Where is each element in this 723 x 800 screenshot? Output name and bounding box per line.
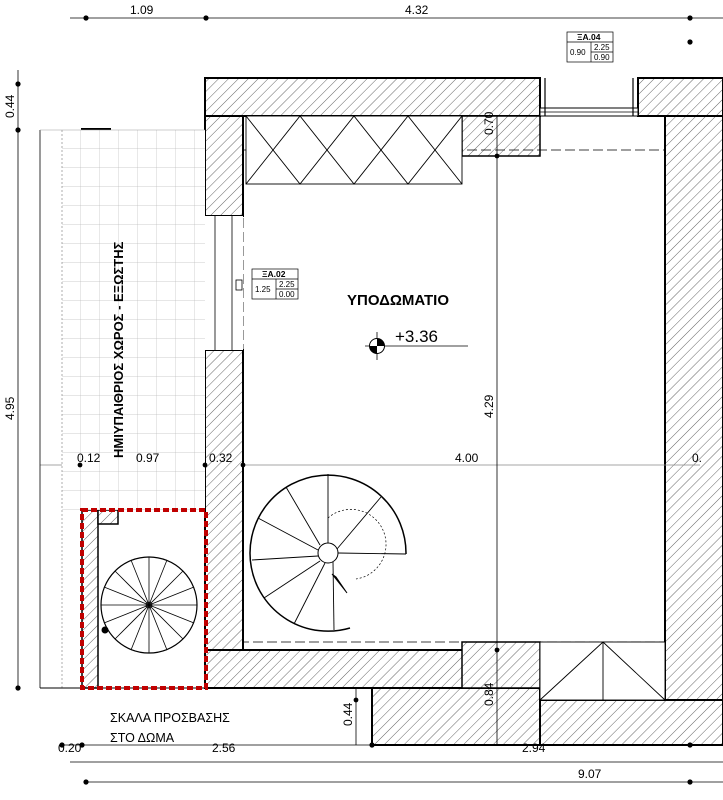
window-tag-xa04-height: 2.25	[594, 43, 610, 52]
dim-lower-niche: 0.84	[482, 682, 496, 706]
dim-inner-height: 4.29	[482, 394, 496, 418]
dim-bottom-a: 0.20	[58, 741, 82, 755]
window-tag-xa02-id: ΞΑ.02	[262, 269, 286, 279]
dim-bottom-c: 2.94	[522, 741, 546, 755]
dim-inner-width: 4.00	[455, 451, 479, 465]
window-tag-xa02-height: 2.25	[279, 280, 295, 289]
dim-inner-right-cut: 0.	[692, 451, 702, 465]
window-tag-xa04-width: 0.90	[570, 48, 586, 57]
outdoor-space-label: ΗΜΙΥΠΑΙΘΡΙΟΣ ΧΩΡΟΣ - ΕΞΩΣΤΗΣ	[111, 241, 126, 458]
window-tag-xa04	[566, 31, 614, 63]
walls	[81, 77, 723, 746]
dim-left-main: 4.95	[3, 396, 17, 420]
window-tag-xa02	[251, 268, 299, 300]
dimension-lines	[17, 17, 723, 783]
window-top	[539, 78, 639, 117]
dimension-ticks	[15, 15, 693, 785]
window-tag-xa04-id: ΞΑ.04	[577, 32, 601, 42]
stair-note-line1: ΣΚΑΛΑ ΠΡΟΣΒΑΣΗΣ	[110, 711, 230, 725]
window-tag-xa02-width: 1.25	[255, 285, 271, 294]
access-stair	[80, 508, 208, 690]
dim-bottom-total: 9.07	[578, 767, 602, 781]
dim-inner-left-c: 0.32	[209, 451, 233, 465]
terrace	[39, 129, 205, 689]
window-tag-xa04-sill: 0.90	[594, 53, 610, 62]
dim-upper-niche: 0.70	[482, 111, 496, 135]
wardrobe-top	[245, 115, 463, 185]
dim-inner-left-a: 0.12	[77, 451, 101, 465]
dim-top-left: 1.09	[130, 3, 154, 17]
dim-bottom-b: 2.56	[212, 741, 236, 755]
window-tag-xa02-sill: 0.00	[279, 290, 295, 299]
dim-top-right: 4.32	[405, 3, 429, 17]
wardrobe-bottom	[539, 641, 666, 701]
dim-left-top: 0.44	[3, 94, 17, 118]
room-elevation: +3.36	[395, 327, 438, 346]
dim-bottom-step: 0.44	[341, 702, 355, 726]
spiral-stair-interior	[249, 474, 407, 632]
elevation-marker	[365, 332, 468, 360]
room-name: ΥΠΟΔΩΜΑΤΙΟ	[347, 292, 449, 309]
stair-note-line2: ΣΤΟ ΔΩΜΑ	[110, 731, 175, 745]
dim-inner-left-b: 0.97	[136, 451, 160, 465]
